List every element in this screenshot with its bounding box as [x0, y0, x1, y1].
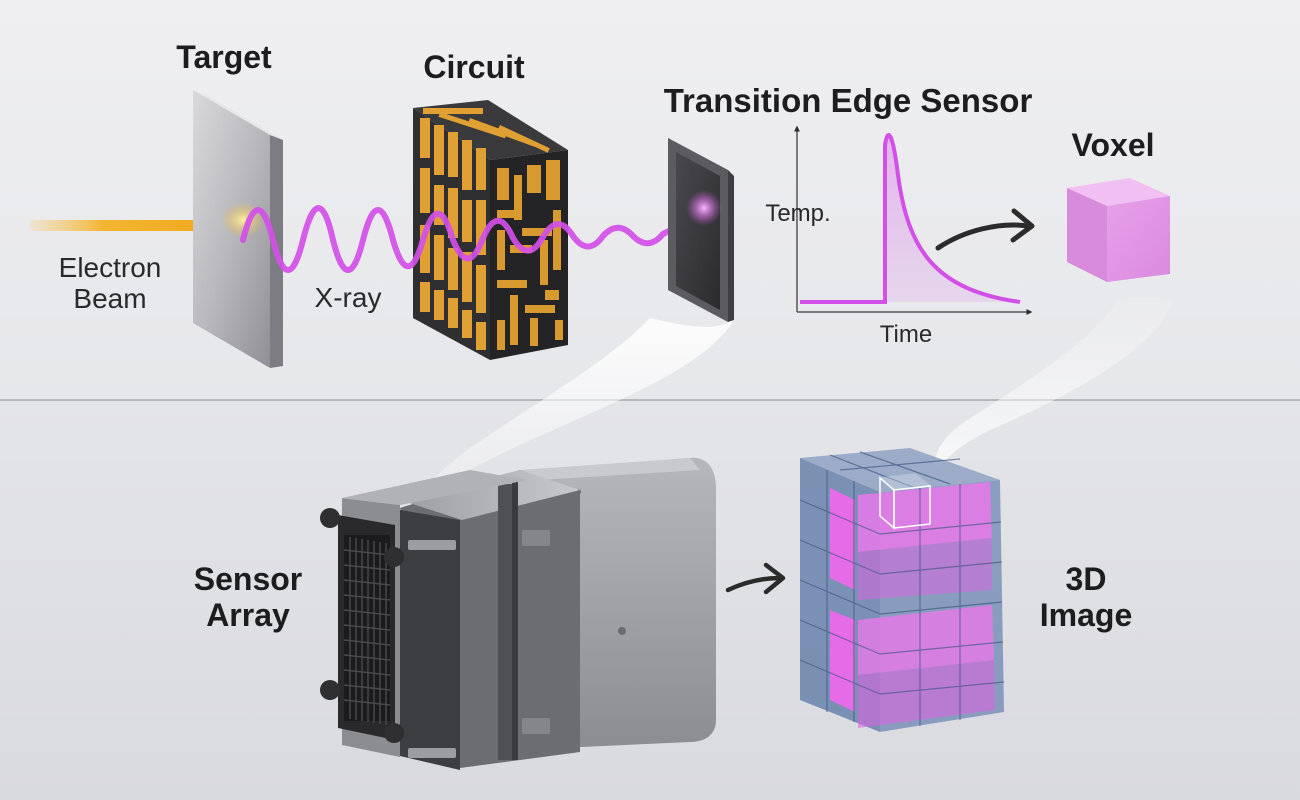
- circuit-block: [413, 100, 568, 360]
- electron-beam-line-1: Electron: [58, 252, 162, 283]
- pulse-curve: [800, 133, 1021, 304]
- voxel-ribbon: [935, 297, 1172, 470]
- image-3d-block: [799, 448, 1005, 732]
- sensor-array-device: [320, 457, 716, 770]
- image-grid: [799, 451, 1005, 726]
- pulse-area: [885, 135, 1020, 302]
- image-3d-line-2: Image: [1039, 596, 1133, 633]
- sensor-grid-lines: [343, 537, 391, 725]
- mount-knob: [384, 547, 404, 567]
- electron-beam-label: Electron Beam: [59, 252, 162, 315]
- sensor-array-line-2: Array: [206, 596, 290, 633]
- mount-knob: [320, 680, 340, 700]
- curved-arrow-icon: [935, 222, 1031, 251]
- tes-label: Transition Edge Sensor: [663, 82, 1033, 119]
- image-3d-line-1: 3D: [1065, 561, 1107, 597]
- voxel-label: Voxel: [1071, 127, 1155, 163]
- curved-arrow-icon: [725, 575, 783, 593]
- sensor-array-label: Sensor Array: [193, 561, 303, 634]
- electron-beam-line-2: Beam: [73, 283, 147, 315]
- temperature-plot: [794, 125, 1033, 315]
- time-axis-label: Time: [879, 321, 933, 348]
- circuit-label: Circuit: [423, 49, 525, 85]
- temp-axis-label: Temp.: [765, 200, 831, 227]
- sensor-array-ribbon: [400, 318, 735, 518]
- mount-knob: [320, 508, 340, 528]
- image-3d-label: 3D Image: [1039, 561, 1133, 634]
- target-label: Target: [176, 39, 272, 75]
- mount-knob: [384, 723, 404, 743]
- sensor-array-line-1: Sensor: [193, 561, 303, 597]
- xray-label: X-ray: [314, 282, 382, 313]
- voxel-cube: [1067, 178, 1170, 282]
- tes-sensor: [668, 138, 734, 322]
- xray-wave: [240, 205, 693, 273]
